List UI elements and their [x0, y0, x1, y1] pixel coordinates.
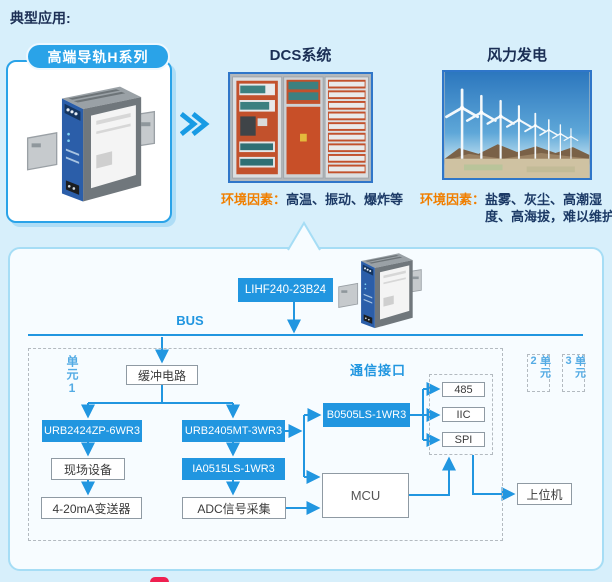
interfaces-frame — [429, 374, 493, 455]
interface-iic-box: IIC — [442, 407, 485, 422]
din-rail-psu-photo — [26, 85, 156, 203]
dcs-cabinet-image — [228, 72, 373, 183]
mcu-box: MCU — [322, 473, 409, 518]
series-badge-button[interactable]: 高端导轨H系列 — [26, 43, 170, 70]
unit1-label: 单元1 — [65, 354, 79, 396]
wind-env-label: 环境因素： — [420, 192, 486, 207]
interface-spi-box: SPI — [442, 432, 485, 447]
bus-label: BUS — [176, 313, 204, 328]
buffer-circuit-box: 缓冲电路 — [126, 365, 198, 385]
unit3-frame: 单元3 — [562, 354, 586, 392]
urb2405-box: URB2405MT-3WR3 — [182, 420, 285, 442]
dcs-env-value: 高温、振动、爆炸等 — [286, 192, 404, 207]
model-box: LIHF240-23B24 — [238, 278, 333, 302]
container-notch — [287, 221, 321, 251]
din-rail-psu-photo-small — [338, 252, 422, 329]
dcs-env-text: 环境因素：高温、振动、爆炸等 — [221, 192, 403, 209]
interface-485-box: 485 — [442, 382, 485, 397]
urb2424-box: URB2424ZP-6WR3 — [42, 420, 142, 442]
page-heading: 典型应用: — [10, 10, 71, 26]
unit1-frame — [28, 348, 503, 541]
adc-box: ADC信号采集 — [182, 497, 286, 519]
host-box: 上位机 — [517, 483, 572, 505]
transmitter-box: 4-20mA变送器 — [41, 497, 142, 519]
dcs-env-label: 环境因素： — [221, 192, 287, 207]
wind-env-text: 环境因素：盐雾、灰尘、高潮湿度、高海拔，难以维护 — [420, 192, 612, 226]
block-diagram: LIHF240-23B24 BUS 单元1 缓冲电路 URB2424ZP-6WR… — [8, 247, 604, 571]
wind-env-value: 盐雾、灰尘、高潮湿度、高海拔，难以维护 — [485, 192, 612, 224]
connection-arrows-layer — [28, 302, 583, 515]
product-card — [6, 60, 172, 223]
unit2-frame: 单元2 — [527, 354, 551, 392]
wind-section-title: 风力发电 — [486, 47, 547, 64]
field-device-box: 现场设备 — [51, 458, 125, 480]
wind-farm-image — [442, 70, 592, 180]
dcs-section-title: DCS系统 — [269, 47, 332, 64]
bottom-red-decoration — [150, 577, 169, 582]
ia0515-box: IA0515LS-1WR3 — [182, 458, 285, 480]
comm-interface-label: 通信接口 — [350, 363, 407, 378]
double-chevron-right-icon — [180, 112, 210, 136]
b0505-box: B0505LS-1WR3 — [323, 403, 410, 427]
